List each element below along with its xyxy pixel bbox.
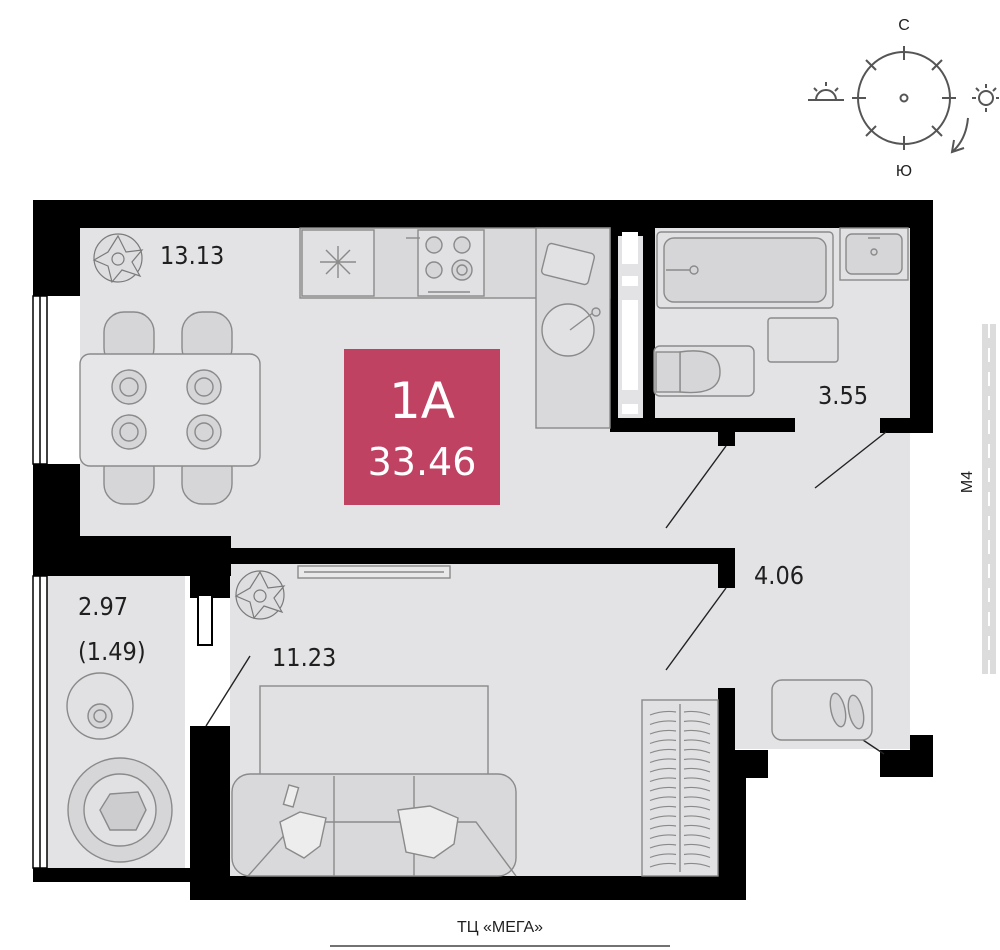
hanger-line — [649, 862, 677, 868]
hanger-line — [683, 843, 711, 849]
road-label: М4 — [959, 471, 976, 493]
apartment-code: 1А — [389, 372, 455, 430]
hanger-line — [649, 815, 677, 821]
room-area-balcony-reduced: (1.49) — [78, 637, 146, 666]
room-area-balcony: 2.97 — [78, 592, 128, 621]
sunrise-icon — [972, 84, 999, 112]
dining-set — [79, 311, 261, 505]
hanger-line — [683, 834, 711, 840]
compass-north: С — [898, 17, 910, 34]
compass — [852, 46, 969, 154]
balcony-window — [32, 575, 48, 869]
plant-kitchen — [92, 233, 144, 284]
hanger-line — [683, 805, 711, 811]
hanger-line — [683, 796, 711, 802]
hanger-line — [649, 805, 677, 811]
hanger-line — [649, 748, 677, 754]
hanger-line — [649, 853, 677, 859]
door-lines — [205, 431, 887, 755]
apartment-area: 33.46 — [368, 440, 477, 484]
hanger-line — [683, 786, 711, 792]
hanger-line — [649, 767, 677, 773]
compass-south: Ю — [896, 163, 912, 180]
hanger-line — [683, 720, 711, 726]
hanger-line — [649, 786, 677, 792]
hanger-line — [649, 796, 677, 802]
bedroom-furniture — [231, 565, 719, 877]
hanger-line — [683, 862, 711, 868]
hanger-line — [649, 710, 677, 716]
kitchen-furniture — [299, 227, 611, 429]
plant-bedroom — [234, 570, 286, 620]
hanger-line — [649, 824, 677, 830]
room-area-bedroom: 11.23 — [272, 643, 336, 672]
hanger-line — [649, 777, 677, 783]
hanger-line — [683, 710, 711, 716]
hanger-line — [683, 853, 711, 859]
road-m4 — [982, 324, 996, 674]
balcony-furniture — [66, 672, 173, 863]
hanger-line — [649, 834, 677, 840]
apartment-badge: 1А 33.46 — [344, 349, 500, 505]
hanger-line — [683, 739, 711, 745]
room-area-hallway: 4.06 — [754, 561, 804, 590]
hanger-line — [649, 843, 677, 849]
room-area-kitchen: 13.13 — [160, 241, 224, 270]
hanger-line — [683, 729, 711, 735]
wardrobe-hangers — [649, 710, 711, 868]
hanger-line — [683, 758, 711, 764]
hanger-line — [649, 729, 677, 735]
mall-label: ТЦ «МЕГА» — [457, 919, 543, 936]
room-area-bathroom: 3.55 — [818, 381, 868, 410]
kitchen-window — [32, 295, 48, 465]
hanger-line — [683, 748, 711, 754]
hanger-line — [683, 767, 711, 773]
hanger-line — [649, 720, 677, 726]
bathroom-furniture — [653, 227, 909, 397]
hanger-line — [649, 739, 677, 745]
walls — [33, 200, 933, 900]
hanger-line — [683, 777, 711, 783]
sunset-icon — [808, 82, 844, 101]
hanger-line — [649, 758, 677, 764]
hanger-line — [683, 824, 711, 830]
hanger-line — [683, 815, 711, 821]
shoe-mat — [771, 679, 873, 741]
